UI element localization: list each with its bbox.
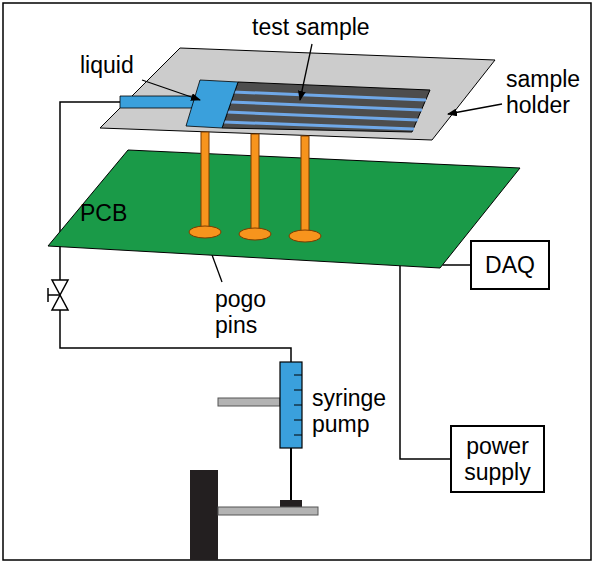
wire-connector <box>400 266 450 459</box>
wire-connector <box>442 264 470 266</box>
pcb-board: PCB <box>48 150 520 268</box>
pump-plate <box>218 507 318 515</box>
plunger-rod <box>290 448 292 500</box>
part-label: sample holder <box>506 66 586 118</box>
part-label: test sample <box>252 14 382 40</box>
daq-box: DAQ <box>470 240 550 290</box>
part-label: syringe pump <box>312 385 392 437</box>
node-text: DAQ <box>485 252 535 278</box>
tube <box>60 310 291 362</box>
frame <box>3 3 591 560</box>
liquid-bar <box>186 80 238 128</box>
sample-holder <box>100 48 495 140</box>
plunger-head <box>280 500 302 507</box>
syringe-ticks <box>294 375 302 435</box>
test-sample <box>222 82 430 132</box>
liquid-channel <box>120 96 196 108</box>
syringe-barrel <box>280 362 302 448</box>
part-label: pogo pins <box>215 286 305 338</box>
node-text: PCB <box>80 200 127 226</box>
node-text: power supply <box>456 433 539 485</box>
pogo-pins <box>189 132 321 242</box>
power-supply-box: power supply <box>450 425 545 493</box>
valve-symbol <box>48 280 68 310</box>
part-label: liquid <box>80 52 150 78</box>
pump-stand <box>190 470 218 560</box>
pump-arm <box>218 398 280 406</box>
sample-stripes <box>224 92 426 129</box>
